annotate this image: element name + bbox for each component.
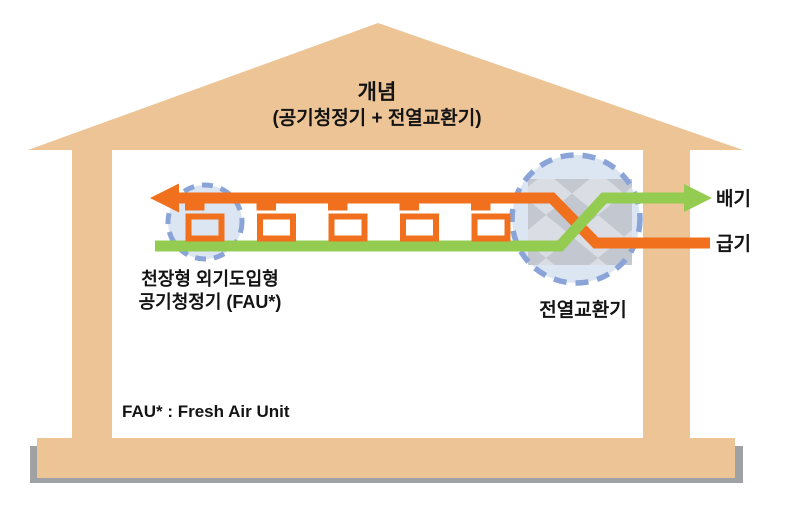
fau-unit-connector <box>471 197 491 211</box>
fau-highlight-ring <box>165 182 245 262</box>
fau-unit-label: 천장형 외기도입형 공기청정기 (FAU*) <box>108 268 312 314</box>
concept-title: 개념 (공기청정기 + 전열교환기) <box>173 80 581 131</box>
fau-unit-label-line1: 천장형 외기도입형 <box>141 269 279 289</box>
fau-unit-label-line2: 공기청정기 (FAU*) <box>138 292 282 312</box>
fau-unit-box <box>328 213 368 242</box>
fau-unit-5 <box>471 197 511 242</box>
fau-unit-connector <box>399 197 419 211</box>
fau-footnote: FAU* : Fresh Air Unit <box>122 402 290 421</box>
fau-unit-box <box>400 213 439 242</box>
fau-unit-1 <box>185 197 225 242</box>
fau-unit-box <box>185 213 225 242</box>
exhaust-arrow-right-icon <box>684 184 712 212</box>
house-base-slab <box>37 438 735 478</box>
supply-label: 급기 <box>716 234 751 255</box>
house-left-wall <box>72 149 112 439</box>
exhaust-label: 배기 <box>716 189 751 210</box>
concept-title-line2: (공기청정기 + 전열교환기) <box>272 107 482 129</box>
exchanger-ring <box>509 152 643 286</box>
exhaust-flow-line <box>155 192 689 252</box>
fau-unit-connector <box>185 197 205 211</box>
fau-unit-connector <box>256 197 276 211</box>
fau-unit-2 <box>256 197 296 242</box>
heat-exchanger-label: 전열교환기 <box>539 300 627 321</box>
supply-arrow-left-icon <box>150 183 179 213</box>
house-roof <box>28 23 743 150</box>
concept-title-line1: 개념 <box>357 81 397 104</box>
fau-unit-connector <box>328 197 348 211</box>
fau-unit-3 <box>328 197 368 242</box>
fau-unit-box <box>471 213 511 242</box>
fau-unit-4 <box>399 197 439 242</box>
supply-flow-line <box>178 192 710 249</box>
fau-unit-box <box>257 213 296 242</box>
